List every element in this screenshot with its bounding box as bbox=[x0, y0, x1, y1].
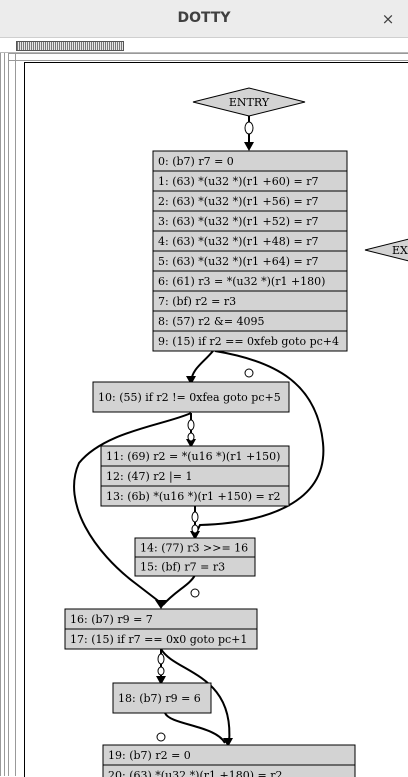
arrowhead bbox=[223, 738, 233, 747]
instruction-text: 14: (77) r3 >>= 16 bbox=[140, 542, 248, 555]
close-icon[interactable]: × bbox=[381, 10, 395, 28]
edge-marker bbox=[187, 419, 195, 431]
edge-marker bbox=[187, 432, 195, 442]
instruction-text: 2: (63) *(u32 *)(r1 +56) = r7 bbox=[158, 195, 318, 208]
instruction-text: 9: (15) if r2 == 0xfeb goto pc+4 bbox=[158, 335, 339, 348]
basic-blocks: 0: (b7) r7 = 0 1: (63) *(u32 *)(r1 +60) =… bbox=[64, 150, 356, 777]
edge-b10-b16 bbox=[73, 412, 192, 604]
edge-marker bbox=[191, 524, 199, 534]
block-b18[interactable]: 18: (b7) r9 = 6 bbox=[112, 682, 212, 714]
edge-marker bbox=[191, 511, 199, 523]
arrowhead bbox=[186, 376, 196, 385]
instruction-text: 12: (47) r2 |= 1 bbox=[106, 470, 192, 484]
instruction-text: 16: (b7) r9 = 7 bbox=[70, 613, 153, 626]
frame-border-inner bbox=[8, 53, 16, 776]
block-b10[interactable]: 10: (55) if r2 != 0xfea goto pc+5 bbox=[92, 381, 290, 413]
title-bar: DOTTY × bbox=[0, 0, 408, 38]
edge-marker bbox=[156, 732, 166, 742]
instruction-text: 20: (63) *(u32 *)(r1 +180) = r2 bbox=[108, 769, 282, 777]
instruction-text: 8: (57) r2 &= 4095 bbox=[158, 315, 265, 328]
scrollbar-thumb[interactable] bbox=[16, 41, 124, 51]
edge-marker bbox=[190, 588, 200, 598]
instruction-text: 10: (55) if r2 != 0xfea goto pc+5 bbox=[98, 391, 281, 404]
instruction-text: 6: (61) r3 = *(u32 *)(r1 +180) bbox=[158, 275, 325, 288]
exit-label: EX bbox=[392, 244, 408, 257]
arrowhead bbox=[186, 439, 196, 448]
edge-marker bbox=[157, 666, 165, 676]
instruction-text: 19: (b7) r2 = 0 bbox=[108, 749, 191, 762]
edge-b18-b19 bbox=[164, 712, 226, 744]
block-row bbox=[92, 381, 290, 413]
block-row bbox=[102, 764, 356, 777]
edge-marker bbox=[244, 368, 254, 378]
instruction-text: 15: (bf) r7 = r3 bbox=[140, 561, 225, 574]
frame-border-top bbox=[8, 53, 408, 61]
edge-b16-b19 bbox=[160, 648, 231, 744]
graph-canvas[interactable]: ENTRY EX 0: (b7) r7 = 0 1: (63) *(u32 *)(… bbox=[24, 62, 408, 777]
block-row bbox=[112, 682, 212, 714]
arrowhead bbox=[156, 676, 166, 685]
arrowhead bbox=[155, 600, 167, 609]
control-flow-graph: ENTRY EX 0: (b7) r7 = 0 1: (63) *(u32 *)(… bbox=[64, 87, 408, 777]
arrow-heads bbox=[155, 142, 254, 747]
entry-node[interactable]: ENTRY bbox=[192, 87, 306, 117]
block-b19[interactable]: 19: (b7) r2 = 0 20: (63) *(u32 *)(r1 +180… bbox=[102, 744, 356, 777]
entry-label: ENTRY bbox=[229, 96, 270, 109]
instruction-text: 5: (63) *(u32 *)(r1 +64) = r7 bbox=[158, 255, 318, 268]
frame-border-outer bbox=[0, 53, 5, 776]
edge-markers bbox=[156, 121, 254, 742]
block-row bbox=[152, 330, 348, 352]
instruction-text: 17: (15) if r7 == 0x0 goto pc+1 bbox=[70, 633, 247, 646]
block-b11[interactable]: 11: (69) r2 = *(u16 *)(r1 +150) 12: (47) … bbox=[100, 445, 290, 507]
edge-b0-b14 bbox=[194, 350, 325, 536]
window-title: DOTTY bbox=[177, 10, 231, 26]
block-row bbox=[64, 628, 258, 650]
instruction-text: 7: (bf) r2 = r3 bbox=[158, 295, 236, 308]
instruction-text: 4: (63) *(u32 *)(r1 +48) = r7 bbox=[158, 235, 318, 248]
instruction-text: 13: (6b) *(u16 *)(r1 +150) = r2 bbox=[106, 490, 281, 503]
block-b16[interactable]: 16: (b7) r9 = 7 17: (15) if r7 == 0x0 got… bbox=[64, 608, 258, 650]
block-row bbox=[100, 485, 290, 507]
arrowhead bbox=[244, 142, 254, 151]
block-b0[interactable]: 0: (b7) r7 = 0 1: (63) *(u32 *)(r1 +60) =… bbox=[152, 150, 348, 352]
instruction-text: 3: (63) *(u32 *)(r1 +52) = r7 bbox=[158, 215, 318, 228]
block-row bbox=[134, 556, 256, 577]
instruction-text: 1: (63) *(u32 *)(r1 +60) = r7 bbox=[158, 175, 318, 188]
instruction-text: 18: (b7) r9 = 6 bbox=[118, 692, 201, 705]
horizontal-scrollbar[interactable] bbox=[0, 38, 408, 53]
exit-node[interactable]: EX bbox=[364, 238, 408, 262]
edge-marker bbox=[157, 653, 165, 665]
block-b14[interactable]: 14: (77) r3 >>= 16 15: (bf) r7 = r3 bbox=[134, 537, 256, 577]
instruction-text: 0: (b7) r7 = 0 bbox=[158, 155, 234, 168]
edge-b14-b16 bbox=[162, 574, 196, 606]
edge-marker bbox=[244, 121, 254, 135]
edges bbox=[73, 115, 325, 744]
arrowhead bbox=[190, 531, 200, 540]
instruction-text: 11: (69) r2 = *(u16 *)(r1 +150) bbox=[106, 450, 280, 463]
